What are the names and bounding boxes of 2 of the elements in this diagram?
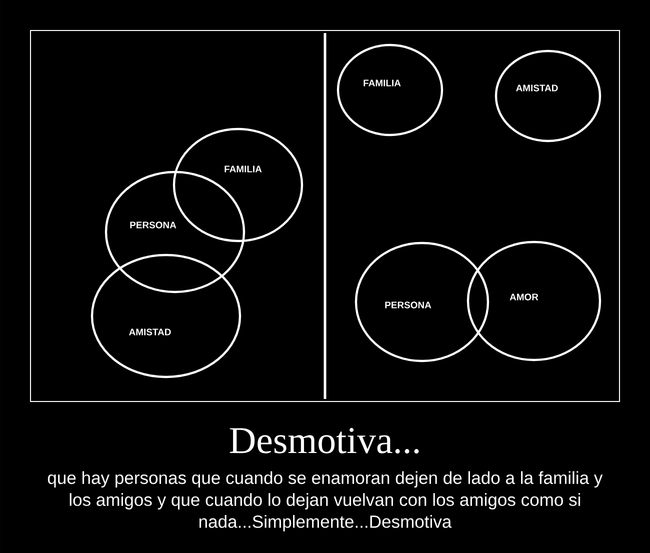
caption-text: que hay personas que cuando se enamoran dejen de lado a la familia y los amigos y que cuando lo dejan vuelvan con los amigos como si nada...Simplemente...Desmotiva <box>48 471 603 532</box>
poster-title: Desmotiva... <box>230 428 419 454</box>
